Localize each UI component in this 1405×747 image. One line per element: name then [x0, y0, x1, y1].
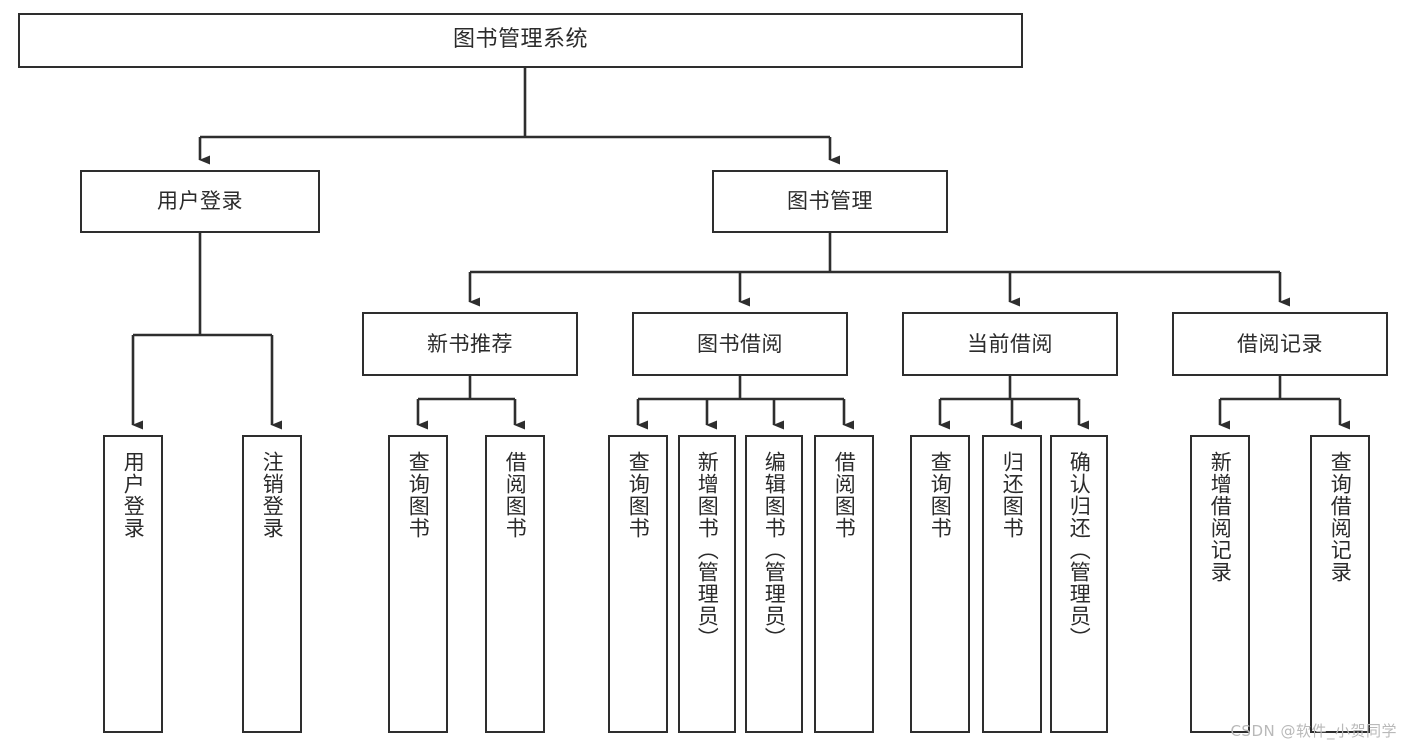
leaf-user-login[interactable]: 用户登录	[103, 435, 163, 733]
leaf-logout-label: 注销登录	[260, 451, 285, 539]
node-book-borrow[interactable]: 图书借阅	[632, 312, 848, 376]
node-new-book-recommend-label: 新书推荐	[427, 331, 513, 356]
leaf-edit-book-admin[interactable]: 编辑图书（管理员）	[745, 435, 803, 733]
node-book-borrow-label: 图书借阅	[697, 331, 783, 356]
leaf-query-book-recommend[interactable]: 查询图书	[388, 435, 448, 733]
leaf-add-book-admin-label: 新增图书（管理员）	[695, 451, 720, 649]
leaf-user-login-label: 用户登录	[121, 451, 146, 539]
leaf-logout[interactable]: 注销登录	[242, 435, 302, 733]
leaf-borrow-book-label: 借阅图书	[832, 451, 857, 539]
leaf-add-borrow-record-label: 新增借阅记录	[1208, 451, 1233, 583]
leaf-borrow-book-recommend-label: 借阅图书	[503, 451, 528, 539]
node-new-book-recommend[interactable]: 新书推荐	[362, 312, 578, 376]
node-book-management-label: 图书管理	[787, 189, 873, 214]
leaf-query-book-borrow-label: 查询图书	[626, 451, 651, 539]
node-current-borrow[interactable]: 当前借阅	[902, 312, 1118, 376]
leaf-query-borrow-record-label: 查询借阅记录	[1328, 451, 1353, 583]
leaf-add-book-admin[interactable]: 新增图书（管理员）	[678, 435, 736, 733]
leaf-confirm-return-admin[interactable]: 确认归还（管理员）	[1050, 435, 1108, 733]
node-borrow-record-label: 借阅记录	[1237, 331, 1323, 356]
node-user-login-label: 用户登录	[157, 189, 243, 214]
leaf-add-borrow-record[interactable]: 新增借阅记录	[1190, 435, 1250, 733]
leaf-query-book-borrow[interactable]: 查询图书	[608, 435, 668, 733]
leaf-return-book-label: 归还图书	[1000, 451, 1025, 539]
leaf-borrow-book[interactable]: 借阅图书	[814, 435, 874, 733]
node-book-management[interactable]: 图书管理	[712, 170, 948, 233]
leaf-query-borrow-record[interactable]: 查询借阅记录	[1310, 435, 1370, 733]
node-user-login[interactable]: 用户登录	[80, 170, 320, 233]
leaf-borrow-book-recommend[interactable]: 借阅图书	[485, 435, 545, 733]
leaf-confirm-return-admin-label: 确认归还（管理员）	[1067, 451, 1092, 649]
leaf-query-book-recommend-label: 查询图书	[406, 451, 431, 539]
leaf-query-book-current[interactable]: 查询图书	[910, 435, 970, 733]
node-borrow-record[interactable]: 借阅记录	[1172, 312, 1388, 376]
node-root-label: 图书管理系统	[452, 27, 588, 53]
leaf-return-book[interactable]: 归还图书	[982, 435, 1042, 733]
csdn-watermark: CSDN @软件_小贺同学	[1230, 722, 1397, 740]
node-root[interactable]: 图书管理系统	[18, 13, 1023, 68]
node-current-borrow-label: 当前借阅	[967, 331, 1053, 356]
leaf-edit-book-admin-label: 编辑图书（管理员）	[762, 451, 787, 649]
leaf-query-book-current-label: 查询图书	[928, 451, 953, 539]
